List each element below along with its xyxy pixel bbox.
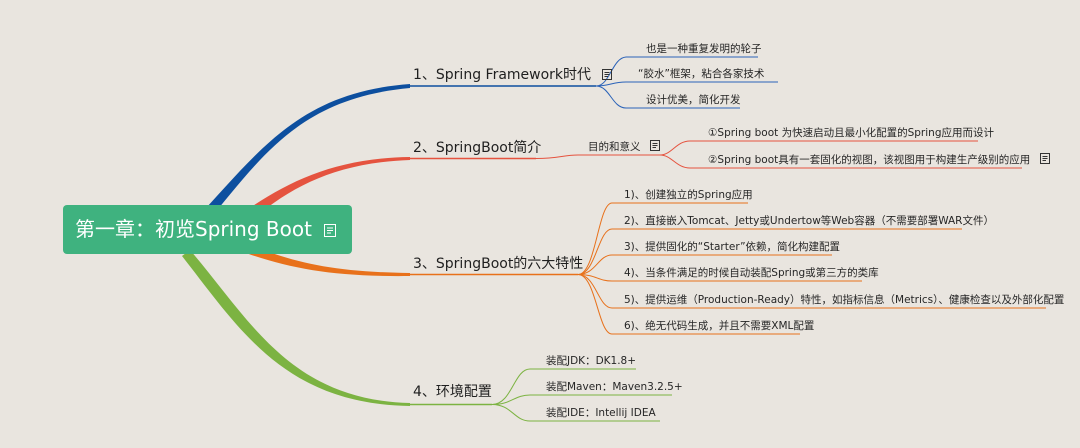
branch-curve-4: [182, 250, 410, 406]
env-item-maven[interactable]: 装配Maven：Maven3.2.5+: [546, 381, 683, 393]
env-item-jdk[interactable]: 装配JDK：DK1.8+: [546, 355, 637, 367]
feature-item-3[interactable]: 3)、提供固化的“Starter”依赖，简化构建配置: [624, 241, 841, 253]
subtopic-label: 目的和意义: [588, 141, 641, 153]
root-topic[interactable]: 第一章：初览Spring Boot: [63, 205, 352, 254]
subtopic-label: ②Spring boot具有一套固化的视图，该视图用于构建生产级别的应用: [708, 154, 1031, 166]
note-icon[interactable]: [649, 140, 660, 151]
note-icon[interactable]: [1039, 153, 1050, 164]
feature-item-4[interactable]: 4)、当条件满足的时候自动装配Spring或第三方的类库: [624, 267, 879, 279]
subtopic-1-2[interactable]: “胶水”框架，粘合各家技术: [638, 68, 765, 80]
env-item-ide[interactable]: 装配IDE：Intellij IDEA: [546, 407, 656, 419]
branch3-connectors: [577, 202, 1046, 335]
branch-topic-4[interactable]: 4、环境配置: [413, 384, 492, 400]
feature-item-2[interactable]: 2)、直接嵌入Tomcat、Jetty或Undertow等Web容器（不需要部署…: [624, 215, 994, 227]
note-icon[interactable]: [324, 224, 337, 237]
feature-item-6[interactable]: 6)、绝无代码生成，并且不需要XML配置: [624, 320, 815, 332]
subtopic-2-1[interactable]: ①Spring boot 为快速启动且最小化配置的Spring应用而设计: [708, 127, 994, 139]
root-topic-label: 第一章：初览Spring Boot: [75, 217, 312, 241]
branch-topic-2[interactable]: 2、SpringBoot简介: [413, 140, 542, 156]
branch-curve-1: [195, 84, 410, 225]
branch-curve-3: [232, 240, 410, 277]
feature-item-5[interactable]: 5)、提供运维（Production-Ready）特性，如指标信息（Metric…: [624, 294, 1065, 306]
branch2-connectors: [535, 140, 1022, 169]
subtopic-1-3[interactable]: 设计优美，简化开发: [646, 94, 741, 106]
subtopic-1-1[interactable]: 也是一种重复发明的轮子: [646, 43, 762, 55]
subtopic-2-purpose[interactable]: 目的和意义: [588, 139, 660, 154]
branch-topic-3[interactable]: 3、SpringBoot的六大特性: [413, 256, 584, 272]
branch-topic-1[interactable]: 1、Spring Framework时代: [413, 64, 612, 84]
feature-item-1[interactable]: 1)、创建独立的Spring应用: [624, 189, 753, 201]
branch4-connectors: [491, 368, 672, 422]
subtopic-2-2[interactable]: ②Spring boot具有一套固化的视图，该视图用于构建生产级别的应用: [708, 152, 1050, 167]
branch-topic-label: 1、Spring Framework时代: [413, 67, 592, 83]
note-icon[interactable]: [601, 69, 612, 80]
